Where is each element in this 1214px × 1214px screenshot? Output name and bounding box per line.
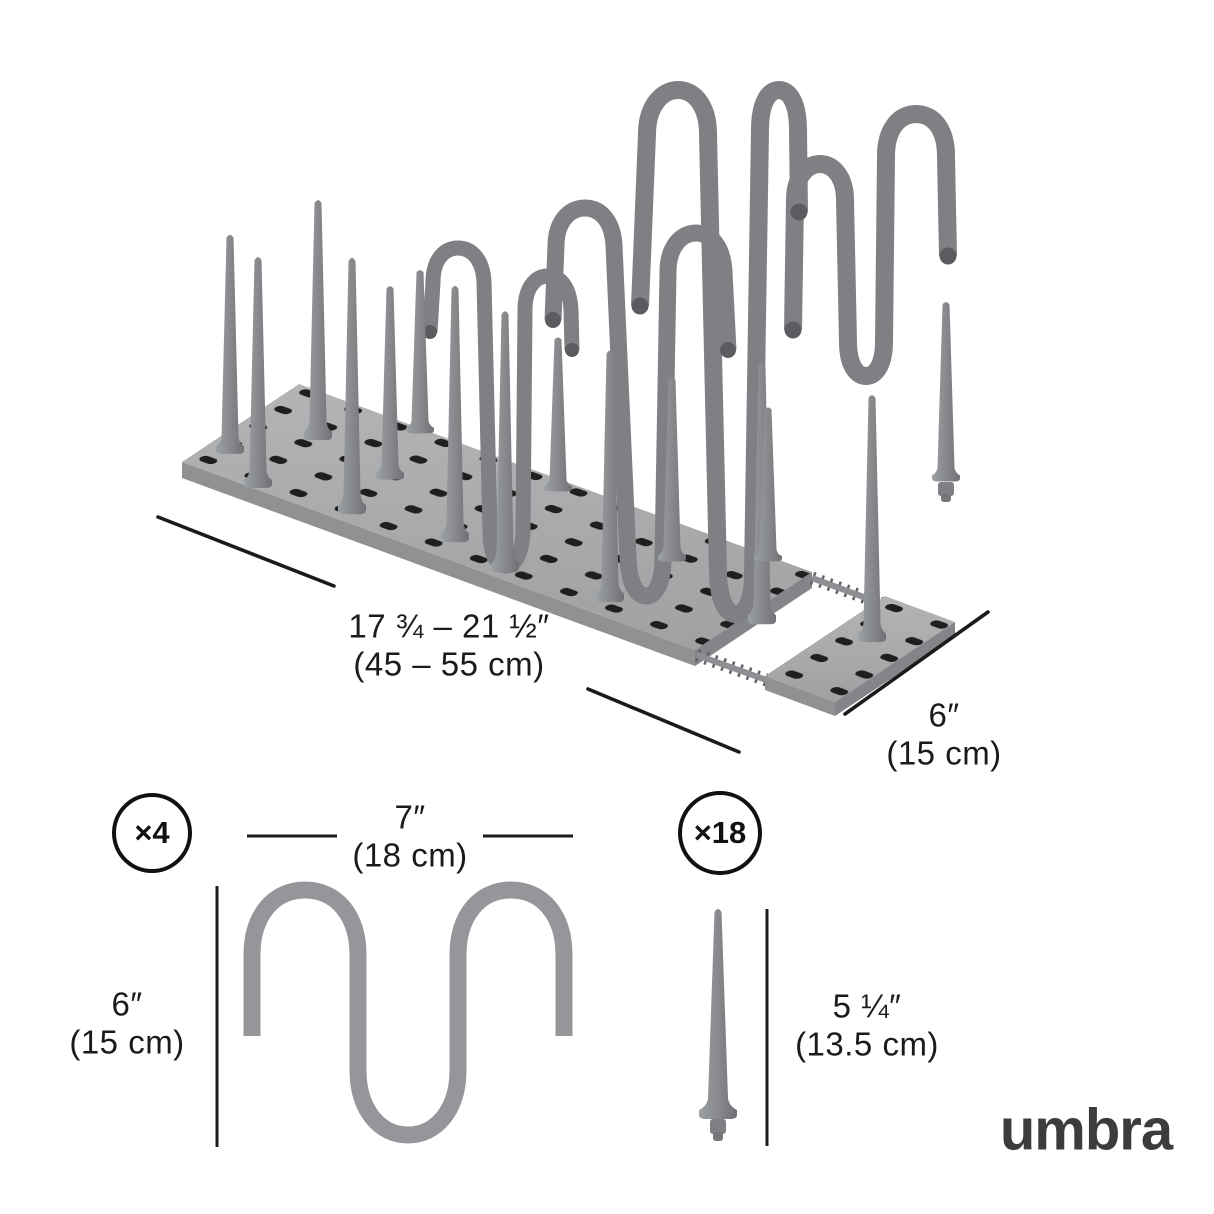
overall-length-cm: (45 – 55 cm) xyxy=(353,646,545,683)
hook-width-inches: 7″ xyxy=(394,798,426,836)
board-front-face xyxy=(182,462,695,666)
hook-height-cm: (15 cm) xyxy=(69,1024,185,1061)
length-dimension-line-left xyxy=(156,515,336,588)
hook-height-inches: 6″ xyxy=(111,985,143,1023)
dimension-lines xyxy=(156,515,990,754)
extension-platform xyxy=(765,596,955,716)
peg xyxy=(544,337,572,492)
hook-height-label: 6″ (15 cm) xyxy=(69,986,184,1063)
hook-width-cm: (18 cm) xyxy=(352,837,468,874)
peg-height-label: 5 ¼″ (13.5 cm) xyxy=(795,988,939,1065)
peg-count-badge: ×18 xyxy=(678,791,762,875)
overall-length-label: 17 ¾ – 21 ½″ (45 – 55 cm) xyxy=(348,608,549,685)
hook-count-badge: ×4 xyxy=(112,793,192,873)
hook-detail-drawing xyxy=(215,834,573,1147)
hook-count-text: ×4 xyxy=(134,815,170,850)
umbra-logo: umbra xyxy=(999,1097,1173,1163)
hook-width-label: 7″ (18 cm) xyxy=(352,799,467,876)
wave-hook-detached xyxy=(784,104,957,386)
overall-length-inches: 17 ¾ – 21 ½″ xyxy=(348,607,550,645)
length-dimension-line-right xyxy=(586,687,741,754)
peg-detail-drawing xyxy=(699,909,769,1146)
wave-hook-medium xyxy=(544,199,737,605)
overall-depth-inches: 6″ xyxy=(928,696,960,734)
hook-tube-ends xyxy=(423,203,957,358)
wave-hook-tall xyxy=(631,80,808,624)
peg xyxy=(216,234,244,454)
peg-count-text: ×18 xyxy=(693,815,747,850)
peg-height-cm: (13.5 cm) xyxy=(795,1026,939,1063)
depth-dimension-line xyxy=(843,610,990,716)
wave-hooks xyxy=(422,80,957,624)
detached-peg xyxy=(932,302,960,502)
overall-depth-cm: (15 cm) xyxy=(886,735,1002,772)
overall-depth-label: 6″ (15 cm) xyxy=(886,697,1001,774)
peg-height-inches: 5 ¼″ xyxy=(832,987,902,1025)
